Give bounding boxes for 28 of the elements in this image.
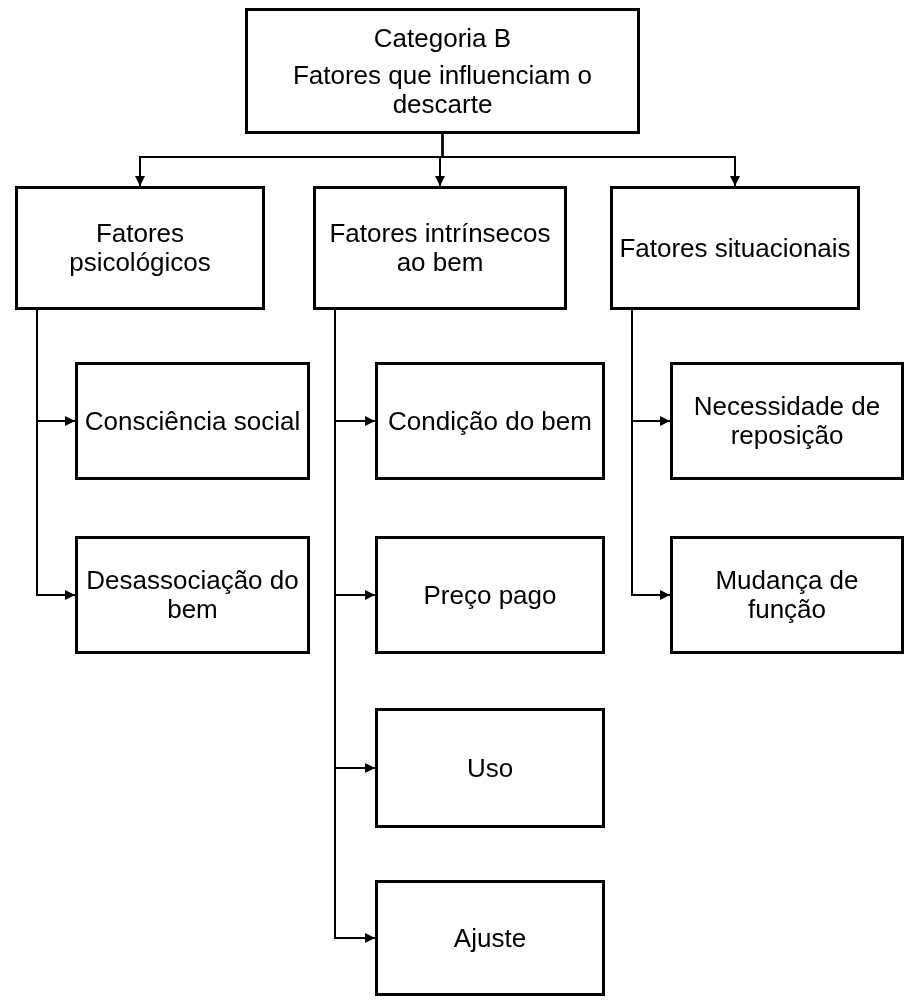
box-label: Condição do bem — [388, 406, 592, 436]
box-label: Fatores situacionais — [619, 233, 851, 263]
category-box — [15, 186, 265, 310]
category-box — [375, 880, 605, 996]
category-box — [670, 362, 904, 480]
box-label: Mudança de função — [714, 566, 860, 624]
box-label: Necessidade de reposição — [692, 392, 882, 450]
category-box — [75, 362, 310, 480]
box-label: Fatores que influenciam o descarte — [291, 60, 594, 119]
box-label: Uso — [466, 753, 514, 783]
connector-arrow — [441, 133, 740, 187]
category-box — [75, 536, 310, 654]
box-label: Preço pago — [423, 580, 557, 610]
box-label: Consciência social — [84, 406, 301, 436]
category-box — [375, 536, 605, 654]
category-box — [245, 8, 640, 134]
category-box — [375, 362, 605, 480]
connector-arrow — [631, 309, 671, 600]
box-heading: Categoria B — [373, 23, 512, 53]
box-label: Fatores psicológicos — [68, 219, 212, 277]
category-box — [375, 708, 605, 828]
category-box — [610, 186, 860, 310]
category-box — [313, 186, 567, 310]
box-label: Desassociação do bem — [85, 566, 300, 624]
category-box — [670, 536, 904, 654]
box-label: Fatores intrínsecos ao bem — [328, 219, 552, 277]
connector-arrow — [36, 309, 76, 600]
box-label: Ajuste — [453, 923, 527, 953]
